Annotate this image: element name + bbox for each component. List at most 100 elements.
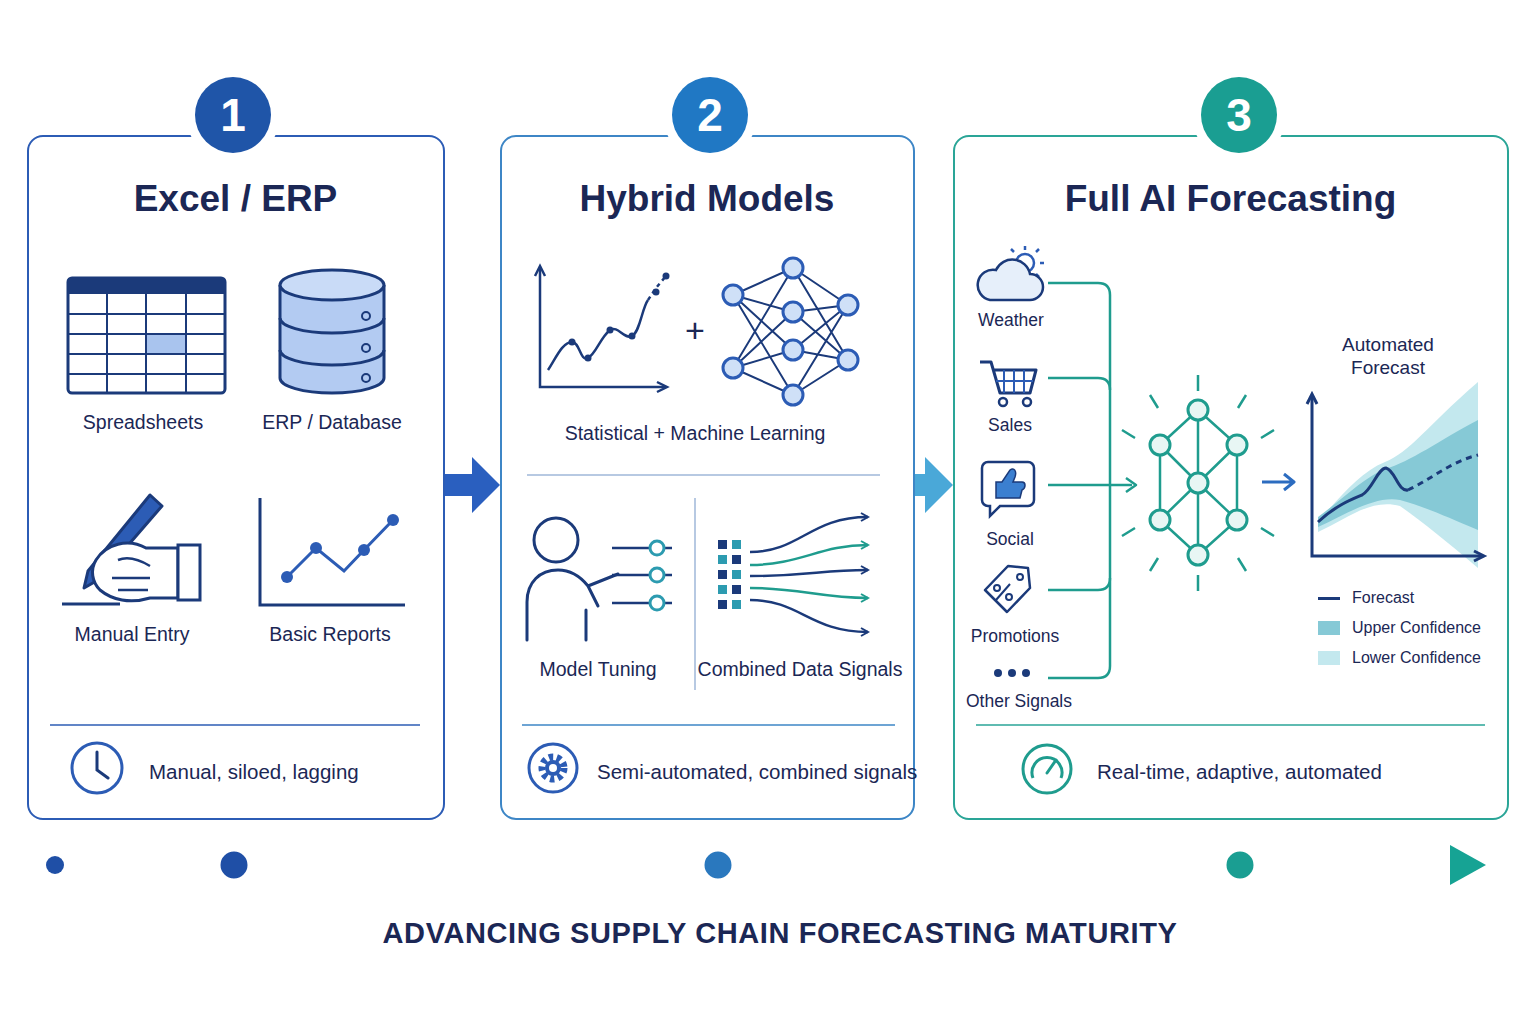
legend-line-sample xyxy=(1318,597,1340,600)
ai-network-icon-part xyxy=(1227,510,1247,530)
combined-signals-icon xyxy=(718,517,868,632)
gear-icon-part xyxy=(542,757,564,779)
promotion-tag-icon-part xyxy=(1006,594,1012,600)
step-number-badge: 1 xyxy=(195,77,271,153)
icon-caption: Automated Forecast xyxy=(1328,334,1448,380)
neural-network-icon-part xyxy=(723,358,743,378)
icon-caption: Social xyxy=(950,529,1070,550)
icon-caption: Statistical + Machine Learning xyxy=(505,422,885,445)
neural-network-icon-part xyxy=(838,295,858,315)
statistical-chart-part xyxy=(535,266,667,392)
spreadsheet-icon xyxy=(68,278,225,393)
spreadsheet-icon-part xyxy=(68,294,225,393)
signal-merge-lines xyxy=(1048,283,1136,678)
step-number-badge: 3 xyxy=(1201,77,1277,153)
gauge-icon-part xyxy=(1032,758,1062,778)
statistical-chart-part xyxy=(648,276,666,300)
social-icon xyxy=(982,462,1034,516)
icon-caption: Basic Reports xyxy=(230,623,430,646)
model-tuning-icon xyxy=(527,518,672,640)
panel-divider xyxy=(50,475,1485,725)
statistical-chart-part xyxy=(569,339,576,346)
combined-signals-icon-part xyxy=(750,545,868,565)
basic-report-chart-part xyxy=(287,520,393,577)
basic-report-chart-part xyxy=(310,542,322,554)
ai-network-icon-part xyxy=(1150,435,1170,455)
signal-merge-lines-part xyxy=(1048,485,1110,590)
neural-network-icon-part xyxy=(783,302,803,322)
icon-caption: Weather xyxy=(951,310,1071,331)
neural-network-icon xyxy=(723,258,858,405)
statistical-chart-part xyxy=(663,273,670,280)
step-number: 2 xyxy=(672,77,748,153)
model-tuning-icon-part xyxy=(650,541,664,555)
gauge-icon-part xyxy=(1023,745,1071,793)
neural-network-icon-part xyxy=(783,258,803,278)
panel-summary: Manual, siloed, lagging xyxy=(149,760,439,785)
model-tuning-icon-part xyxy=(527,570,618,640)
neural-network-icon-part xyxy=(783,340,803,360)
ai-network-icon-part xyxy=(1188,400,1208,420)
social-icon-part xyxy=(982,462,1034,516)
gear-icon-part xyxy=(529,744,577,792)
database-icon xyxy=(280,270,384,393)
legend-text: Upper Confidence xyxy=(1352,618,1481,637)
clock-icon-part xyxy=(97,752,108,778)
clock-icon-part xyxy=(72,743,122,793)
statistical-chart-part xyxy=(548,300,648,370)
ai-network-icon-part xyxy=(1150,510,1170,530)
stage-panel: Full AI ForecastingReal-time, adaptive, … xyxy=(953,135,1509,820)
spreadsheet-icon-part xyxy=(68,278,225,393)
forecast-chart-part xyxy=(1312,395,1483,556)
panel-divider-part xyxy=(522,724,895,726)
combined-signals-icon-part xyxy=(718,570,727,579)
icon-caption: Manual Entry xyxy=(32,623,232,646)
maturity-timeline xyxy=(46,845,1486,885)
stage-transition-arrow xyxy=(915,457,953,513)
panel-divider-part xyxy=(50,724,420,726)
diagram-caption: ADVANCING SUPPLY CHAIN FORECASTING MATUR… xyxy=(180,916,1380,951)
model-tuning-icon-part xyxy=(650,568,664,582)
ai-network-icon-part xyxy=(1227,435,1247,455)
forecast-chart-part xyxy=(1408,455,1478,490)
basic-report-chart-part xyxy=(260,498,405,605)
signal-merge-lines-part xyxy=(1048,484,1132,487)
maturity-timeline-part xyxy=(1450,845,1486,885)
basic-report-chart-part xyxy=(358,544,370,556)
ai-network-icon-part xyxy=(1160,410,1237,555)
panel-heading: Full AI Forecasting xyxy=(955,177,1506,221)
cart-icon-part xyxy=(996,370,1033,393)
gear-icon xyxy=(529,744,577,792)
icon-caption: Model Tuning xyxy=(508,658,688,681)
more-dots-part xyxy=(994,669,1002,677)
combined-signals-icon-part xyxy=(750,588,868,598)
icon-caption: Other Signals xyxy=(944,691,1094,712)
more-dots-part xyxy=(1008,669,1016,677)
combined-signals-icon-part xyxy=(718,555,727,564)
promotion-tag-icon-part xyxy=(994,585,1000,591)
spreadsheet-icon-part xyxy=(146,334,186,354)
combined-signals-icon-part xyxy=(732,540,741,549)
legend-swatch xyxy=(1318,651,1340,665)
promotion-tag-icon-part xyxy=(1017,574,1023,580)
stage-panel: Hybrid ModelsSemi-automated, combined si… xyxy=(500,135,915,820)
model-tuning-icon-part xyxy=(534,518,578,562)
neural-network-icon-part xyxy=(783,385,803,405)
database-icon-part xyxy=(280,270,384,300)
social-icon-part xyxy=(996,469,1025,498)
manual-entry-icon xyxy=(62,495,200,604)
forecast-chart xyxy=(1307,382,1484,568)
more-dots-part xyxy=(1022,669,1030,677)
legend-text: Forecast xyxy=(1352,588,1414,607)
database-icon-part xyxy=(280,318,384,365)
icon-caption: Promotions xyxy=(950,626,1080,647)
maturity-timeline-part xyxy=(703,850,733,880)
icon-caption: Sales xyxy=(950,415,1070,436)
gear-icon-part xyxy=(545,760,561,776)
legend-swatch xyxy=(1318,621,1340,635)
neural-network-icon-part xyxy=(838,350,858,370)
model-tuning-icon-part xyxy=(612,548,672,603)
